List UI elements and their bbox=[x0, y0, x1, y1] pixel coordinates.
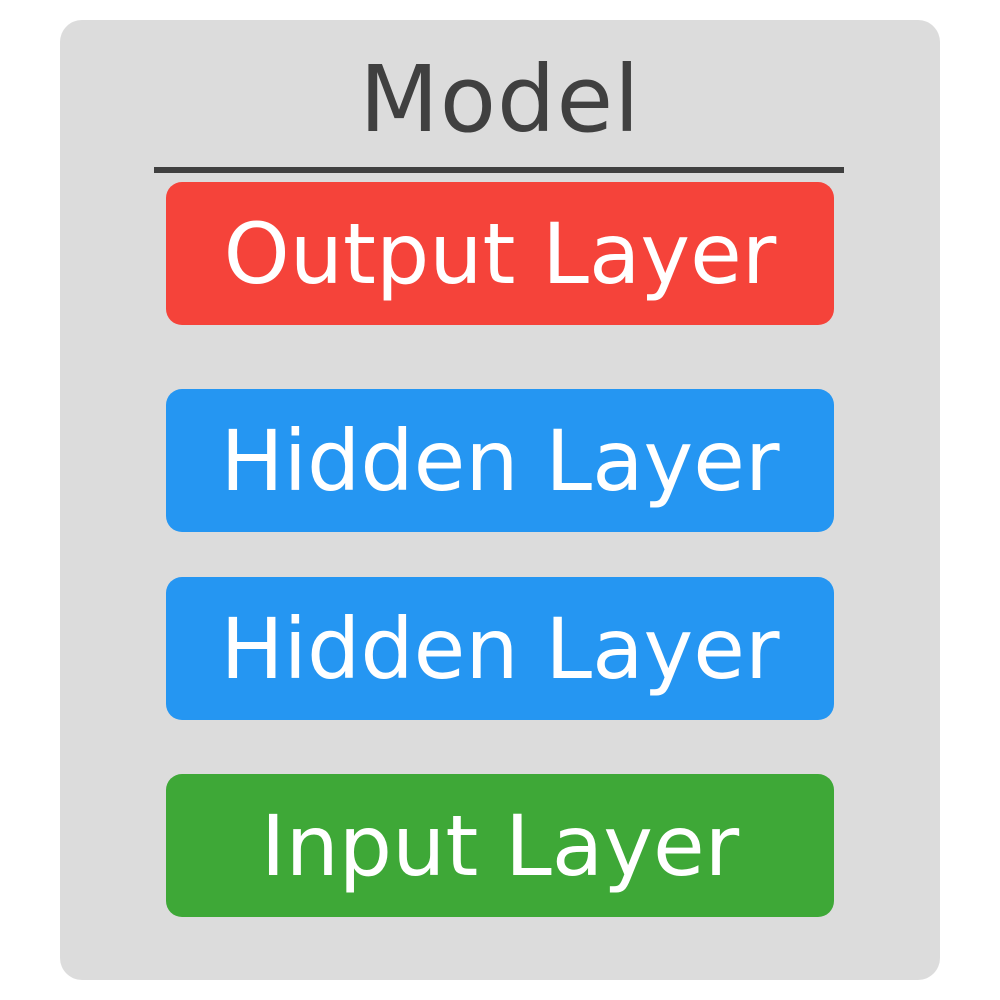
input-layer-box: Input Layer bbox=[166, 774, 834, 917]
hidden-layer-label-1: Hidden Layer bbox=[220, 411, 780, 510]
output-layer-label: Output Layer bbox=[223, 204, 777, 303]
output-layer-box: Output Layer bbox=[166, 182, 834, 325]
model-title: Model bbox=[359, 46, 641, 153]
hidden-layer-box-2: Hidden Layer bbox=[166, 577, 834, 720]
hidden-layer-box-1: Hidden Layer bbox=[166, 389, 834, 532]
input-layer-label: Input Layer bbox=[260, 796, 740, 895]
hidden-layer-label-2: Hidden Layer bbox=[220, 599, 780, 698]
title-divider bbox=[154, 167, 844, 173]
model-container: Model Output Layer Hidden Layer Hidden L… bbox=[60, 20, 940, 980]
